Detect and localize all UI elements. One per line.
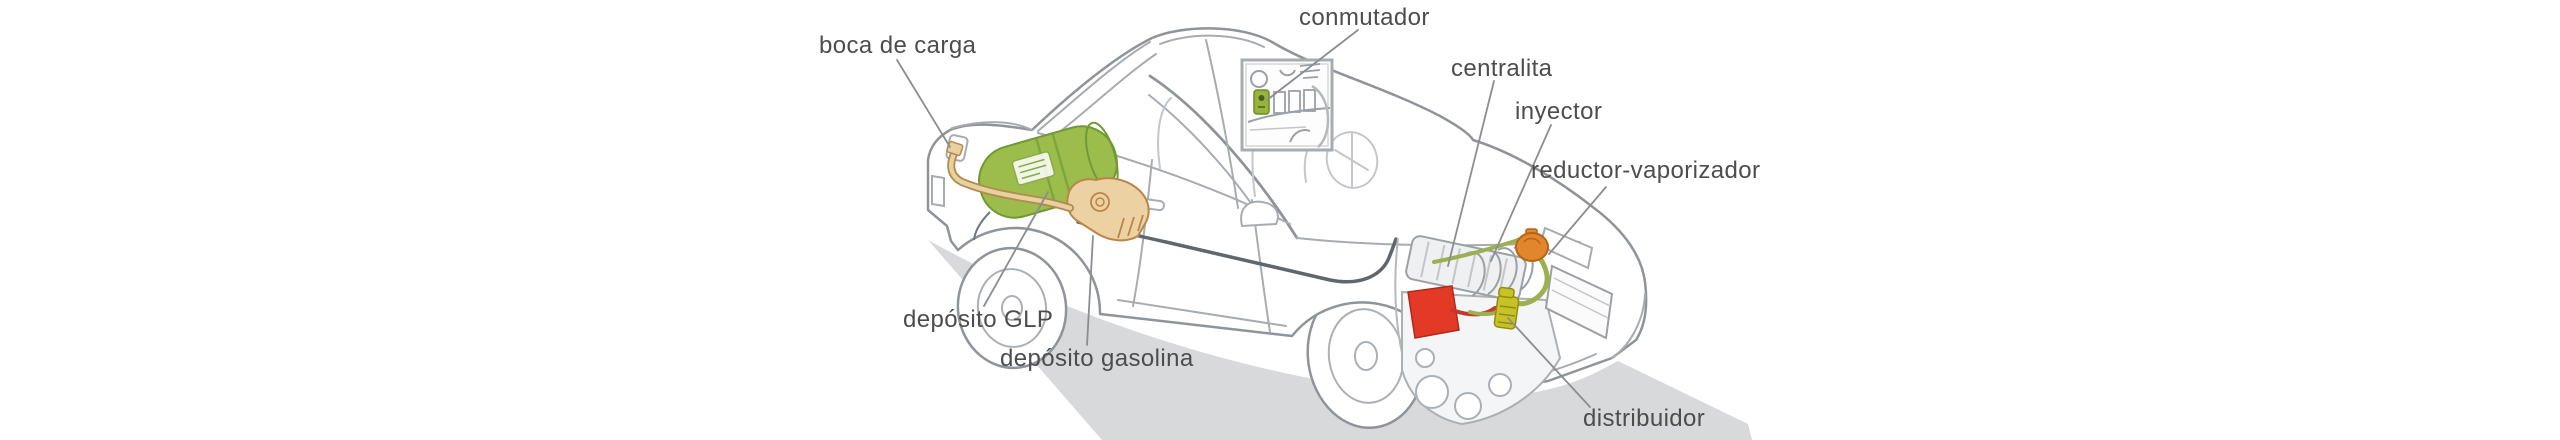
label-distribuidor: distribuidor [1583,405,1706,432]
hose-green-down [1512,255,1550,307]
hose-green-long [1432,236,1526,264]
leader-distribuidor [1507,317,1591,408]
rear-wheel [956,246,1068,370]
steering-wheel [1325,131,1379,189]
leader-centralita [1447,80,1495,267]
conmutador-switch [1253,89,1270,115]
label-deposito-glp: depósito GLP [903,306,1054,333]
reductor-part [1515,228,1549,262]
dashboard-inset [1240,58,1334,152]
leader-lines [896,29,1607,408]
filler-assembly [946,140,1074,212]
leader-inyector [1490,124,1552,262]
engine-red-part [1407,285,1460,339]
label-conmutador: conmutador [1299,4,1430,31]
side-mirror [1240,200,1279,228]
gasoline-tank [1066,177,1150,242]
filler-port [946,140,964,157]
label-boca-de-carga: boca de carga [819,32,977,59]
leader-deposito-glp [983,191,1049,307]
engine-assembly [1394,226,1614,426]
leader-conmutador [1266,29,1359,101]
front-wheel [1306,282,1426,430]
label-centralita: centralita [1451,55,1553,82]
leader-reductor [1548,186,1607,255]
leader-deposito-gasolina [1086,235,1094,346]
ground-shadow [928,240,1752,440]
label-inyector: inyector [1515,98,1603,125]
label-deposito-gasolina: depósito gasolina [1000,345,1194,372]
lpg-fuel-line-branch [973,211,991,241]
label-reductor-vaporizador: reductor-vaporizador [1531,157,1761,184]
lpg-fuel-line [1076,220,1398,284]
distributor-part [1493,286,1520,330]
leader-boca-de-carga [896,59,951,148]
